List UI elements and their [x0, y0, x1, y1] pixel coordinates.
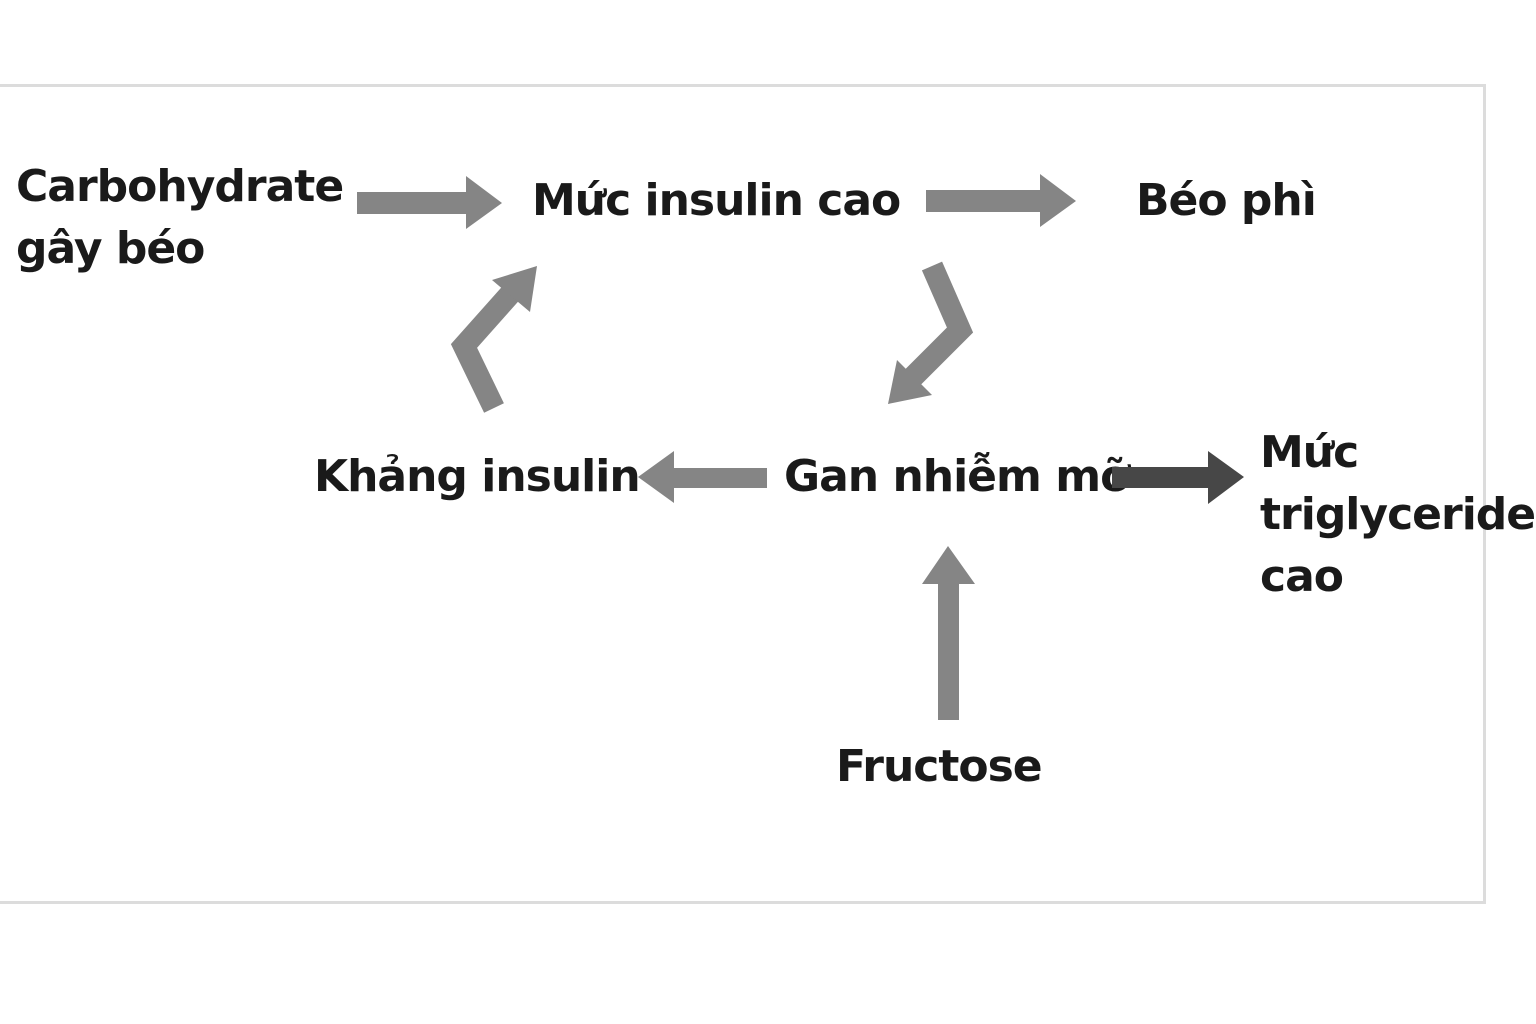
- node-triglyceride-high-line-2: triglyceride: [1260, 489, 1536, 540]
- arrow-liver-to-triglyceride: [1112, 451, 1244, 504]
- node-fructose-line-1: Fructose: [836, 741, 1043, 792]
- node-insulin-high-line-1: Mức insulin cao: [532, 175, 901, 226]
- arrow-insulin-to-liver-head: [888, 360, 932, 404]
- diagram-frame: [0, 84, 1486, 904]
- arrow-insulin-to-liver-shaft: [904, 261, 974, 386]
- node-insulin-high: Mức insulin cao: [532, 170, 901, 232]
- node-fatty-liver: Gan nhiễm mỡ: [784, 446, 1130, 508]
- node-obesity-line-1: Béo phì: [1136, 175, 1317, 226]
- node-obesity: Béo phì: [1136, 170, 1317, 232]
- node-triglyceride-high-line-3: cao: [1260, 551, 1344, 602]
- node-triglyceride-high-line-1: Mức: [1260, 427, 1359, 478]
- node-carbohydrate-line-1: Carbohydrate: [16, 161, 344, 212]
- arrow-resistance-to-insulin-shaft: [450, 284, 521, 413]
- node-carbohydrate: Carbohydrate gây béo: [16, 156, 344, 280]
- arrow-fructose-to-liver: [922, 546, 975, 720]
- node-triglyceride-high: Mức triglyceride cao: [1260, 422, 1536, 608]
- node-insulin-resistance: Khảng insulin: [314, 446, 641, 508]
- node-carbohydrate-line-2: gây béo: [16, 223, 205, 274]
- arrow-insulin-to-obesity: [926, 174, 1076, 227]
- node-fructose: Fructose: [836, 736, 1043, 798]
- node-insulin-resistance-line-1: Khảng insulin: [314, 451, 641, 502]
- arrow-resistance-to-insulin-head: [492, 266, 537, 312]
- arrow-carbohydrate-to-insulin: [357, 176, 502, 229]
- arrow-liver-to-resistance: [638, 451, 767, 503]
- node-fatty-liver-line-1: Gan nhiễm mỡ: [784, 451, 1130, 502]
